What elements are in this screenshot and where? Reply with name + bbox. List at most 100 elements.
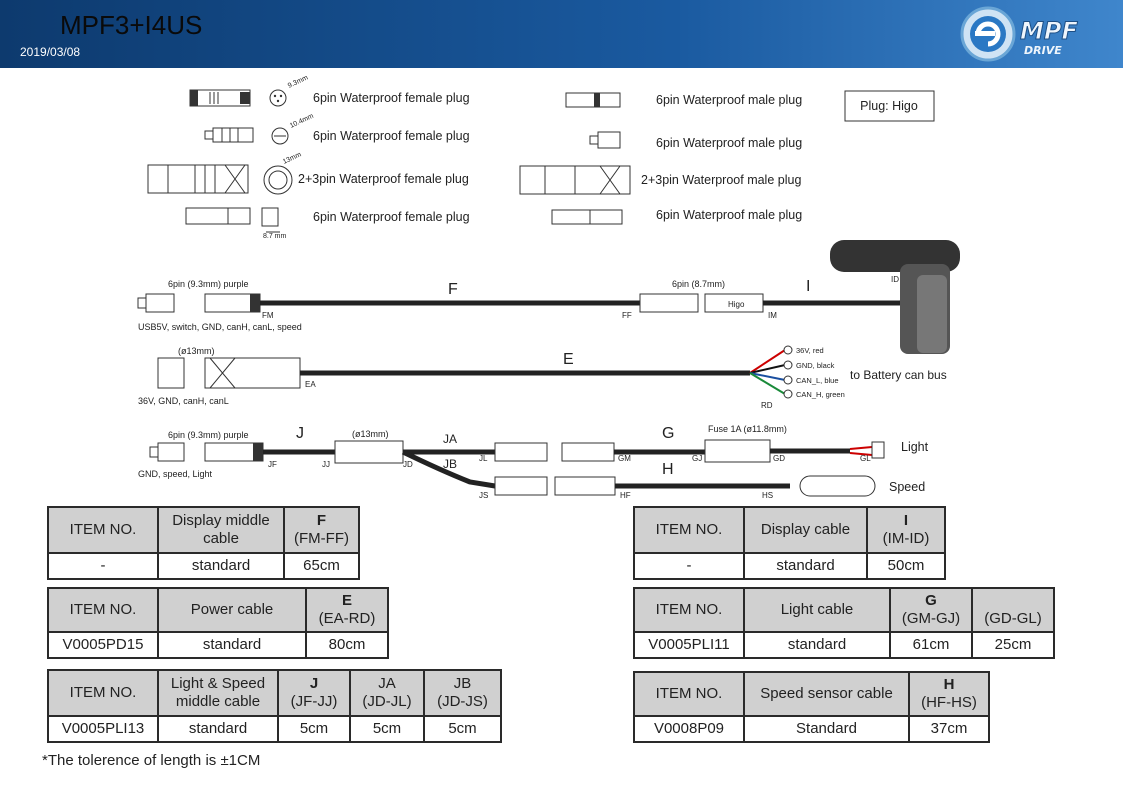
male-plug-label: 6pin Waterproof male plug xyxy=(656,136,802,150)
header-cell: Power cable xyxy=(157,587,307,633)
cable-j-label: 6pin (9.3mm) purple xyxy=(168,430,249,440)
cable-e-letter: E xyxy=(563,351,574,368)
header-cell: (GD-GL) xyxy=(971,587,1055,633)
male-plug-icon-4 xyxy=(551,209,623,225)
female-plug-label: 2+3pin Waterproof female plug xyxy=(298,172,469,186)
header-cell: Light & Speed middle cable xyxy=(157,669,279,717)
label-jd: JD xyxy=(403,460,413,469)
spec-table-g: ITEM NO. Light cable G(GM-GJ) (GD-GL) V0… xyxy=(633,587,1055,659)
female-plug-label: 6pin Waterproof female plug xyxy=(313,91,470,105)
cable-j-letter: J xyxy=(296,425,304,442)
fuse-box xyxy=(704,439,771,463)
cable-i-letter: I xyxy=(806,278,810,295)
value-cell: 5cm xyxy=(423,715,502,743)
male-plug-icon-2 xyxy=(589,131,621,149)
label-rd: RD xyxy=(761,401,773,410)
header-cell: ITEM NO. xyxy=(633,506,745,554)
wire-label: GND, black xyxy=(796,361,835,370)
fuse-label: Fuse 1A (ø11.8mm) xyxy=(708,424,787,434)
splitter-box xyxy=(334,440,404,464)
value-cell: - xyxy=(47,552,159,580)
mpf-drive-logo: MPF DRIVE xyxy=(960,6,1079,62)
spec-table-i: ITEM NO. Display cable I(IM-ID) - standa… xyxy=(633,506,946,580)
header-cell: E(EA-RD) xyxy=(305,587,389,633)
label-hs: HS xyxy=(762,491,773,500)
plug-box-label: Plug: Higo xyxy=(860,99,918,113)
cable-e-pins: 36V, GND, canH, canL xyxy=(138,396,229,406)
female-plug-label: 6pin Waterproof female plug xyxy=(313,210,470,224)
label-jj: JJ xyxy=(322,460,330,469)
terminal-icon xyxy=(783,360,793,370)
speed-sensor-icon xyxy=(799,475,876,497)
male-plug-icon-1 xyxy=(565,92,621,108)
header-cell: Display middle cable xyxy=(157,506,285,554)
header-cell: G(GM-GJ) xyxy=(889,587,973,633)
value-cell: V0005PLI11 xyxy=(633,631,745,659)
spec-table-e: ITEM NO. Power cable E(EA-RD) V0005PD15 … xyxy=(47,587,389,659)
wire-blue xyxy=(749,372,786,381)
value-cell: standard xyxy=(743,631,891,659)
header-cell: ITEM NO. xyxy=(47,669,159,717)
wire-label: CAN_H, green xyxy=(796,390,845,399)
value-cell: standard xyxy=(157,631,307,659)
cable-f-left-label: 6pin (9.3mm) purple xyxy=(168,279,249,289)
cable-f-connector-right xyxy=(639,293,764,313)
cable-jb-letter: JB xyxy=(443,457,457,471)
splitter-dia-label: (ø13mm) xyxy=(352,429,389,439)
cable-j-pins: GND, speed, Light xyxy=(138,469,213,479)
wiring-diagram: 9.3mm 6pin Waterproof female plug 10.4mm… xyxy=(137,74,960,500)
value-cell: standard xyxy=(157,552,285,580)
cable-h-connectors xyxy=(494,476,616,496)
terminal-icon xyxy=(783,375,793,385)
header-cell: JB(JD-JS) xyxy=(423,669,502,717)
label-jf: JF xyxy=(268,460,277,469)
male-plug-icon-3 xyxy=(519,165,631,195)
svg-text:DRIVE: DRIVE xyxy=(1024,44,1062,57)
value-cell: V0005PD15 xyxy=(47,631,159,659)
male-plug-label: 6pin Waterproof male plug xyxy=(656,93,802,107)
wire-black xyxy=(749,364,786,374)
cable-j-connector xyxy=(149,442,264,462)
cable-e-connector xyxy=(157,357,301,389)
value-cell: 37cm xyxy=(908,715,990,743)
header-cell: F(FM-FF) xyxy=(283,506,360,554)
male-plug-label: 6pin Waterproof male plug xyxy=(656,208,802,222)
page-date: 2019/03/08 xyxy=(20,45,81,59)
label-js: JS xyxy=(479,491,488,500)
cable-ja-letter: JA xyxy=(443,432,457,446)
value-cell: 5cm xyxy=(349,715,425,743)
wire-green xyxy=(749,372,786,395)
cable-f-right-label: 6pin (8.7mm) xyxy=(672,279,725,289)
terminal-icon xyxy=(783,389,793,399)
header-cell: H(HF-HS) xyxy=(908,671,990,717)
value-cell: - xyxy=(633,552,745,580)
value-cell: standard xyxy=(157,715,279,743)
header-cell: ITEM NO. xyxy=(47,587,159,633)
cable-jb-wire xyxy=(401,449,496,489)
page-title: MPF3+I4US xyxy=(60,10,203,40)
header-cell: ITEM NO. xyxy=(633,671,745,717)
value-cell: 5cm xyxy=(277,715,351,743)
dim-label: 8.7 mm xyxy=(263,233,287,240)
label-id: ID xyxy=(891,275,899,284)
label-gl: GL xyxy=(860,454,871,463)
label-gd: GD xyxy=(773,454,785,463)
value-cell: standard xyxy=(743,552,868,580)
header-cell: J(JF-JJ) xyxy=(277,669,351,717)
wire-label: CAN_L, blue xyxy=(796,376,839,385)
dim-label: 10.4mm xyxy=(289,113,315,130)
terminal-icon xyxy=(783,345,793,355)
cable-g-connectors xyxy=(494,442,615,462)
label-ea: EA xyxy=(305,380,316,389)
value-cell: 80cm xyxy=(305,631,389,659)
spec-table-j: ITEM NO. Light & Speed middle cable J(JF… xyxy=(47,669,502,743)
spec-table-f: ITEM NO. Display middle cable F(FM-FF) -… xyxy=(47,506,360,580)
header-cell: ITEM NO. xyxy=(47,506,159,554)
value-cell: 25cm xyxy=(971,631,1055,659)
female-plug-icon-4 xyxy=(185,207,280,233)
higo-label: Higo xyxy=(728,300,745,309)
header-cell: Speed sensor cable xyxy=(743,671,910,717)
header-cell: I(IM-ID) xyxy=(866,506,946,554)
wire-red xyxy=(749,349,786,374)
label-gm: GM xyxy=(618,454,631,463)
